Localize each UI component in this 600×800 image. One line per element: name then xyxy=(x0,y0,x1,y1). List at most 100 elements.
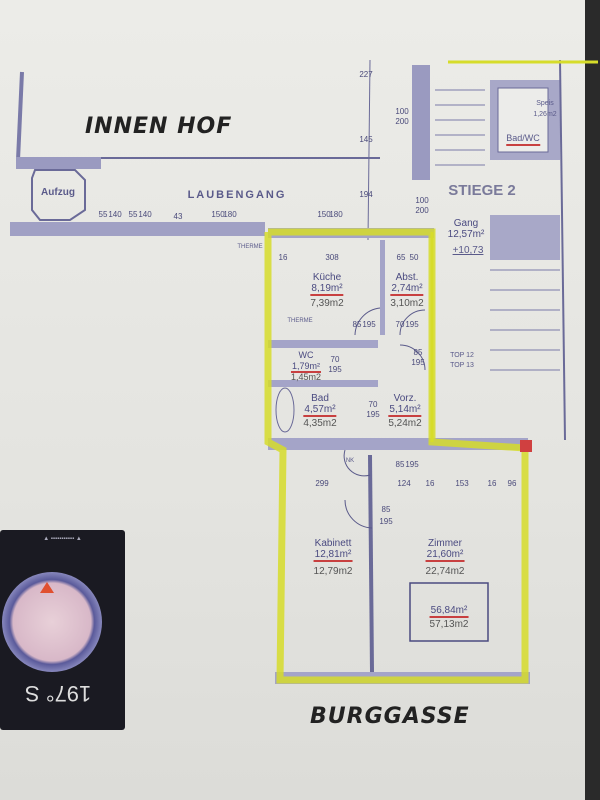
room-area-printed: 12,81m² xyxy=(313,549,353,562)
room-zimmer: Zimmer 21,60m² 22,74m2 xyxy=(426,538,465,577)
dim: 200 xyxy=(415,206,429,215)
total-area-box xyxy=(409,582,489,642)
room-bad: Bad 4,57m² 4,35m2 xyxy=(303,393,336,429)
room-name: Abst. xyxy=(395,272,419,283)
gallery-inner-wall xyxy=(10,222,265,236)
room-area-printed: 5,14m² xyxy=(388,404,422,417)
total-area-measured: 57,13m2 xyxy=(429,619,469,630)
room-vorzimmer: Vorz. 5,14m² 5,24m2 xyxy=(388,393,421,429)
dim: 85 xyxy=(413,348,423,357)
dim: 55 xyxy=(98,210,108,219)
dim: 70 xyxy=(368,400,378,409)
dim: 100 xyxy=(395,107,409,116)
compass-photo: ▲ ▪▪▪▪▪▪▪▪▪▪▪ ▲ 197° S xyxy=(0,530,125,730)
compass-needle-icon xyxy=(40,582,54,593)
room-area-measured: 3,10m2 xyxy=(390,298,424,309)
dim: 85 xyxy=(395,460,405,469)
gang-label: Gang 12,57m² xyxy=(448,218,485,240)
dim: 150 xyxy=(317,210,331,219)
dimension-line xyxy=(367,59,371,241)
room-abstellraum: Abst. 2,74m² 3,10m2 xyxy=(390,272,423,309)
dim: 195 xyxy=(379,517,393,526)
dim: 85 xyxy=(381,505,391,514)
red-mark xyxy=(520,440,532,452)
room-area-measured: 1,45m2 xyxy=(290,372,322,382)
room-name: Kabinett xyxy=(314,538,352,549)
room-area-measured: 12,79m2 xyxy=(313,566,353,577)
compass-status-bar: ▲ ▪▪▪▪▪▪▪▪▪▪▪ ▲ xyxy=(43,536,82,542)
room-kueche: Küche 8,19m² 7,39m2 xyxy=(310,272,343,309)
dim: 195 xyxy=(405,460,419,469)
stair-steps xyxy=(435,89,560,371)
badwc-room xyxy=(497,87,549,153)
room-kabinett: Kabinett 12,81m² 12,79m2 xyxy=(314,538,353,577)
dim: 140 xyxy=(138,210,152,219)
dim: 180 xyxy=(223,210,237,219)
dim: 308 xyxy=(325,253,339,262)
room-area-printed: 1,79m² xyxy=(290,361,321,373)
dim: 153 xyxy=(455,479,469,488)
dim: 140 xyxy=(108,210,122,219)
dim: 299 xyxy=(315,479,329,488)
dim: 85 xyxy=(352,320,362,329)
room-area-measured: 5,24m2 xyxy=(388,418,422,429)
dim: 96 xyxy=(507,479,517,488)
dim: 195 xyxy=(366,410,380,419)
courtyard-wall xyxy=(16,71,24,161)
total-area-printed: 56,84m² xyxy=(429,605,469,618)
table-edge xyxy=(585,0,600,800)
gallery-label: LAUBENGANG xyxy=(187,189,287,201)
elevator-wall xyxy=(16,157,101,169)
room-wc: WC 1,79m² 1,45m2 xyxy=(290,350,322,383)
nk-label: NK xyxy=(345,458,355,464)
kabinett-zimmer-wall xyxy=(368,454,374,673)
stair-label: STIEGE 2 xyxy=(448,182,516,199)
dim: 195 xyxy=(405,320,419,329)
dim: 124 xyxy=(397,479,411,488)
dim: 16 xyxy=(425,479,435,488)
gang-area: 12,57m² xyxy=(447,229,485,240)
speis-area: 1,26m2 xyxy=(533,111,557,118)
dim: 150 xyxy=(211,210,225,219)
stair-wall xyxy=(412,65,430,180)
dim: 16 xyxy=(278,253,288,262)
dim: 50 xyxy=(409,253,419,262)
dim: 194 xyxy=(359,190,373,199)
room-area-printed: 2,74m² xyxy=(390,283,424,296)
dim: 65 xyxy=(396,253,406,262)
room-area-printed: 4,57m² xyxy=(303,404,337,417)
room-name: Vorz. xyxy=(393,393,417,404)
level-marker: +10,73 xyxy=(452,245,484,256)
dim: 227 xyxy=(359,70,373,79)
room-area-measured: 4,35m2 xyxy=(303,418,337,429)
dim: 43 xyxy=(173,212,183,221)
elevator-label: Aufzug xyxy=(41,187,75,198)
kitchen-boiler-label: THERME xyxy=(287,318,313,324)
room-area-measured: 7,39m2 xyxy=(310,298,344,309)
room-name: Bad xyxy=(311,393,329,404)
elevator-shaft xyxy=(31,169,86,221)
dim: 70 xyxy=(395,320,405,329)
room-name: Zimmer xyxy=(428,538,462,549)
room-area-measured: 22,74m2 xyxy=(425,566,465,577)
badwc-label: Bad/WC xyxy=(506,133,540,146)
dim: 195 xyxy=(328,365,342,374)
bathtub xyxy=(275,387,295,433)
dim: 16 xyxy=(487,479,497,488)
dim: 100 xyxy=(415,196,429,205)
street-label: BURGGASSE xyxy=(310,704,470,729)
shaft-wall xyxy=(490,215,560,260)
courtyard-label: INNEN HOF xyxy=(85,114,233,139)
room-name: Küche xyxy=(312,272,342,283)
dim: 195 xyxy=(411,358,425,367)
boiler-label: THERME xyxy=(237,244,263,250)
gang-name: Gang xyxy=(453,218,479,229)
room-area-printed: 21,60m² xyxy=(425,549,465,562)
compass-heading: 197° S xyxy=(25,681,92,706)
room-area-printed: 8,19m² xyxy=(310,283,344,296)
speis-label: Speis 1,26m2 xyxy=(533,98,556,120)
dim: 200 xyxy=(395,117,409,126)
room-name: WC xyxy=(298,350,314,360)
top13-label: TOP 13 xyxy=(450,362,474,369)
